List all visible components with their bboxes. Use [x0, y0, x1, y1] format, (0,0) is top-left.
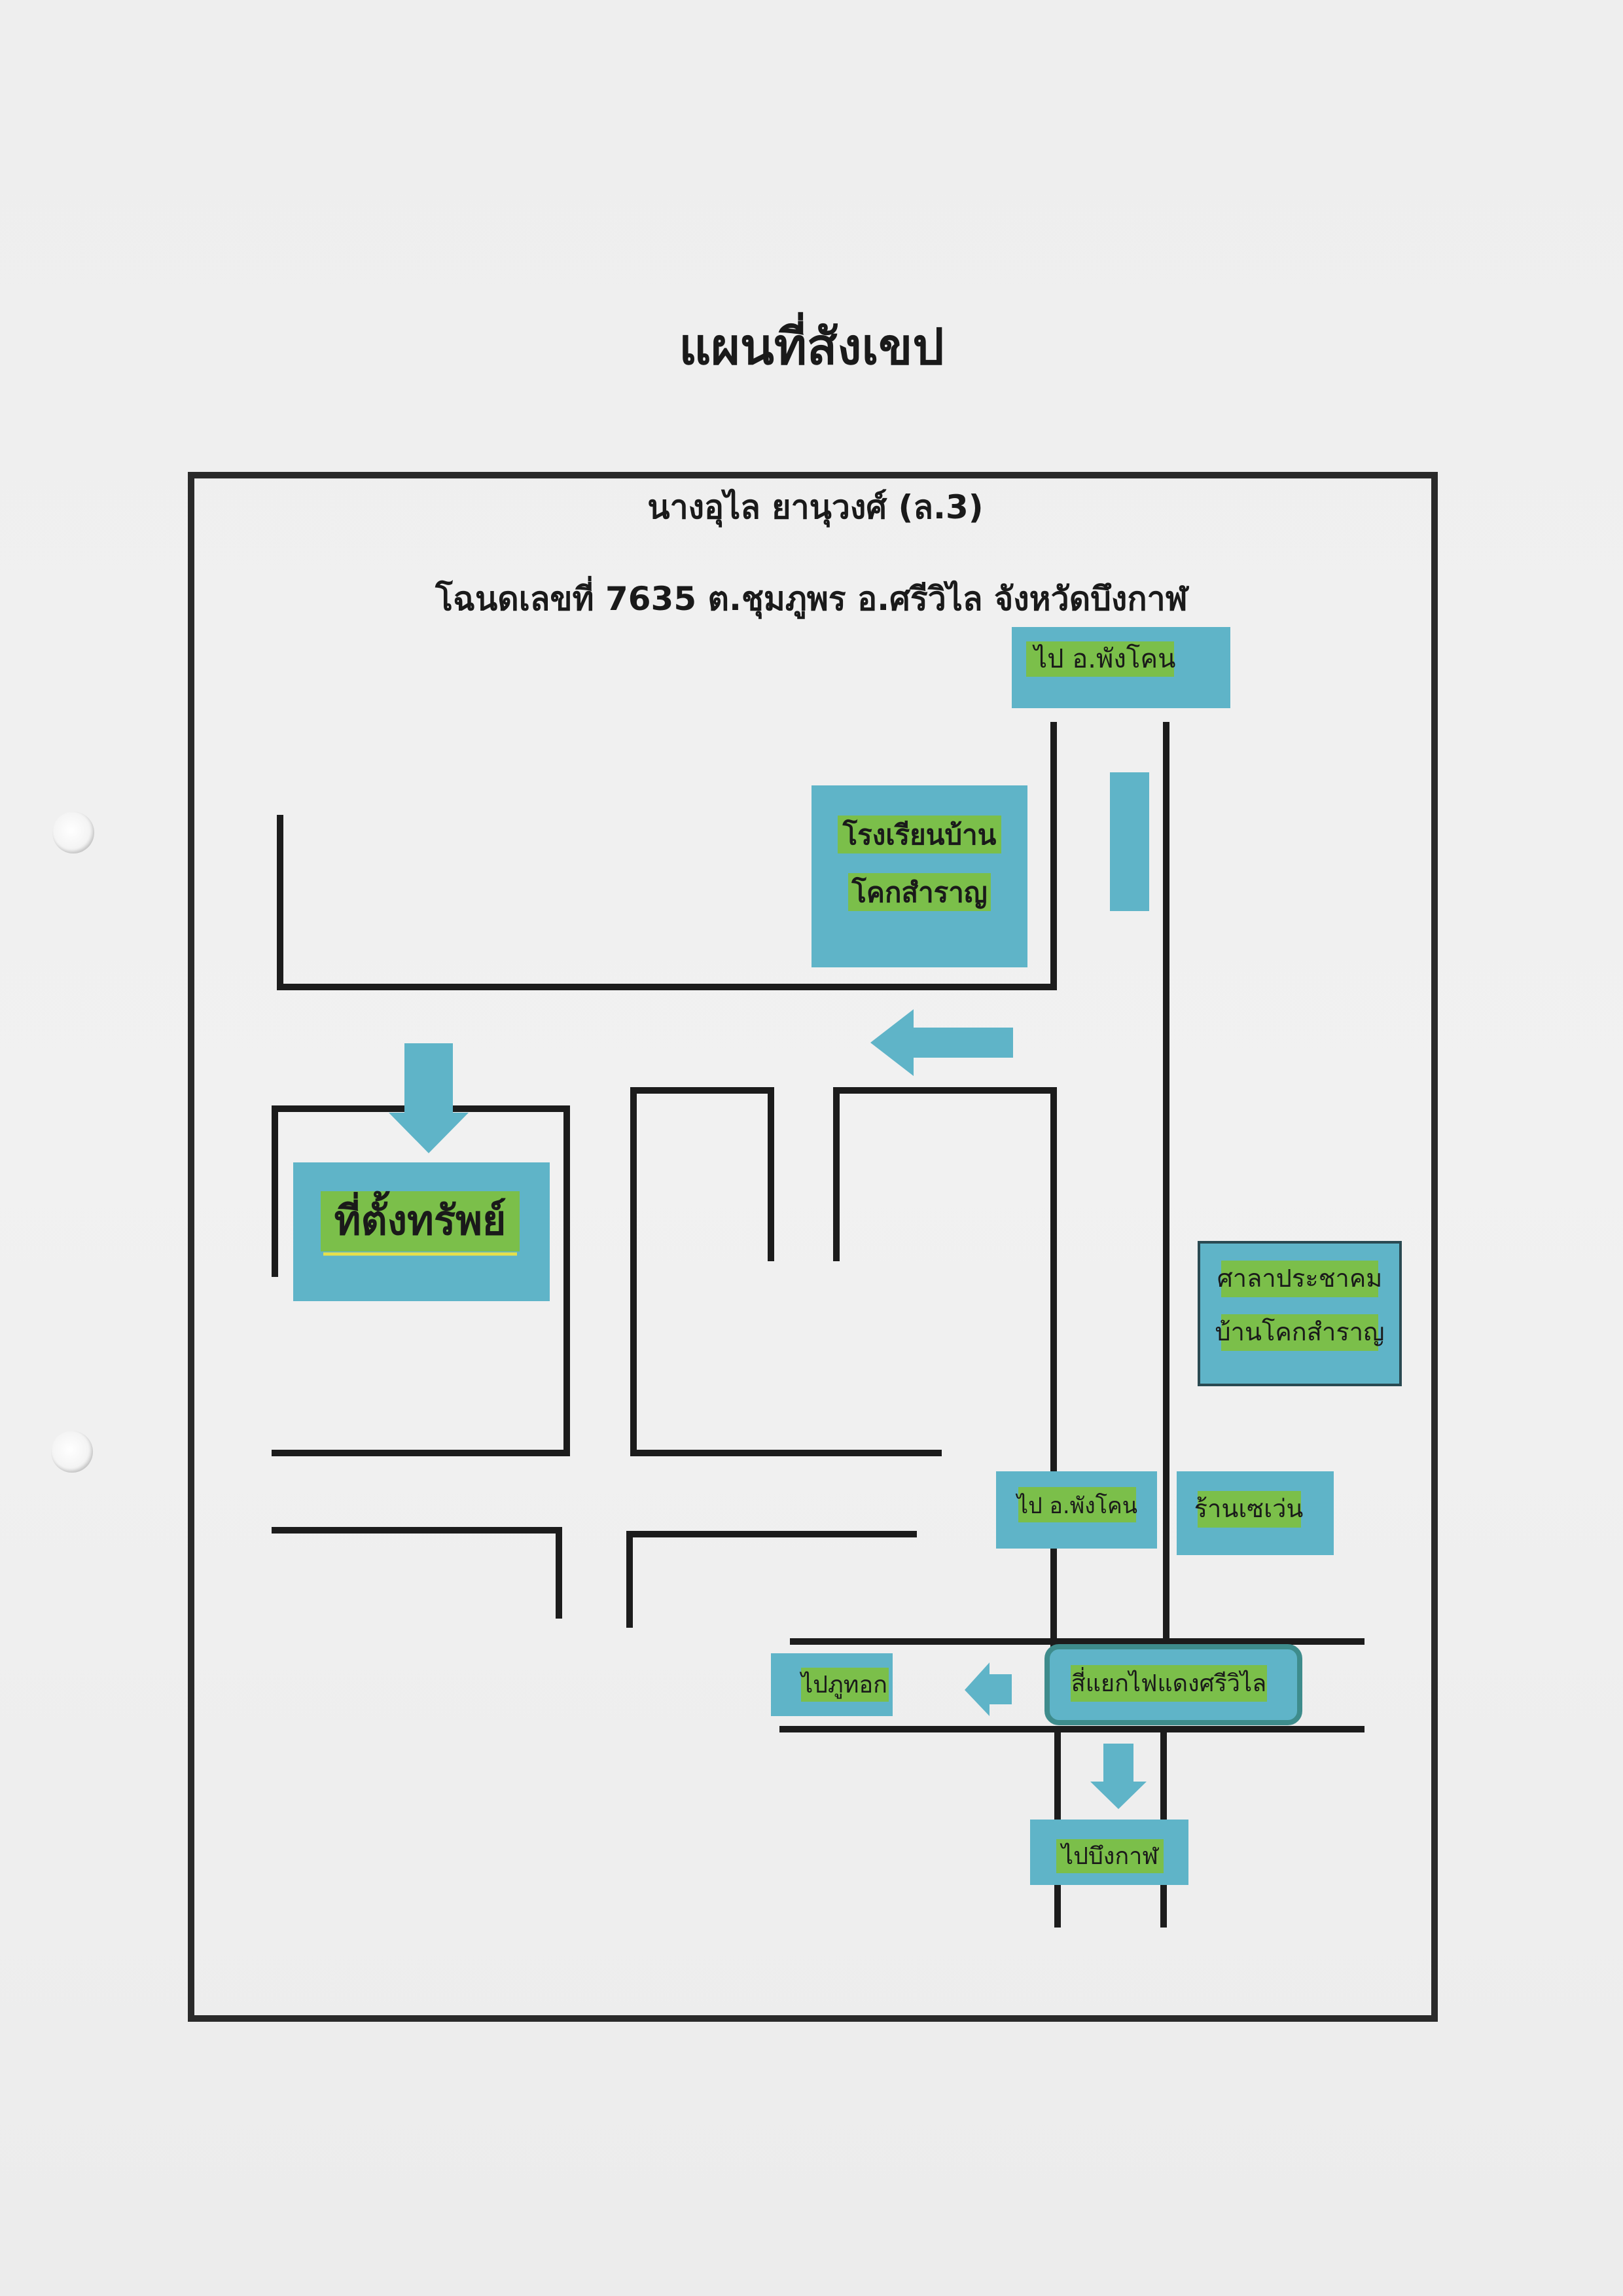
label-to-phang-khon-top-text: ไป อ.พังโคน	[1032, 644, 1175, 674]
label-community-hall-line2: บ้านโคกสำราญ	[1215, 1318, 1385, 1346]
label-community-hall-line1: ศาลาประชาคม	[1217, 1264, 1383, 1293]
punch-hole-top	[52, 812, 94, 853]
label-to-phu-thok-text: ไปภูทอก	[799, 1671, 887, 1699]
arrow-down-icon	[389, 1113, 469, 1153]
label-intersection: สี่แยกไฟแดงศรีวิไล	[1044, 1644, 1302, 1725]
arrow-south-small-icon	[1090, 1744, 1147, 1809]
road-lower-mid	[626, 1531, 917, 1628]
label-school: โรงเรียนบ้าน โคกสำราญ	[812, 785, 1027, 967]
label-to-phang-khon-bottom: ไป อ.พังโคน	[996, 1471, 1157, 1549]
label-intersection-text: สี่แยกไฟแดงศรีวิไล	[1071, 1667, 1266, 1697]
arrow-west-small-icon	[965, 1662, 1012, 1716]
label-to-phang-khon-bottom-text: ไป อ.พังโคน	[1015, 1493, 1137, 1519]
label-property: ที่ตั้งทรัพย์	[293, 1162, 550, 1301]
label-school-line1: โรงเรียนบ้าน	[842, 819, 997, 851]
road-east-block	[833, 1087, 1057, 1261]
owner-label: นางอุไล ยานุวงศ์ (ล.3)	[647, 488, 983, 528]
road-upper-loop	[277, 722, 1057, 990]
road-property-block	[272, 1105, 570, 1456]
roads	[272, 722, 1364, 1928]
label-to-bueng-kan-text: ไปบึงกาฬ	[1060, 1842, 1159, 1870]
punch-hole-bottom	[51, 1431, 93, 1473]
map-frame	[188, 472, 1438, 2022]
label-seven-eleven-text: ร้านเซเว่น	[1194, 1494, 1304, 1523]
label-seven-eleven: ร้านเซเว่น	[1177, 1471, 1334, 1555]
label-to-phang-khon-top: ไป อ.พังโคน	[1012, 627, 1230, 708]
label-to-bueng-kan: ไปบึงกาฬ	[1030, 1820, 1188, 1885]
page-title: แผนที่สังเขป	[679, 317, 944, 376]
arrow-north-icon	[1093, 744, 1149, 911]
road-lower-left	[272, 1527, 562, 1619]
arrow-down-shaft	[404, 1043, 453, 1113]
arrow-west-shaft	[914, 1028, 1013, 1058]
label-school-line2: โคกสำราญ	[851, 876, 987, 909]
label-property-text: ที่ตั้งทรัพย์	[334, 1191, 507, 1244]
deed-label: โฉนดเลขที่ 7635 ต.ชุมภูพร อ.ศรีวิไล จังห…	[435, 576, 1190, 619]
arrow-west-icon	[870, 1009, 914, 1076]
road-middle-block	[630, 1087, 942, 1456]
label-community-hall: ศาลาประชาคม บ้านโคกสำราญ	[1198, 1241, 1402, 1386]
label-to-phu-thok: ไปภูทอก	[771, 1653, 893, 1716]
